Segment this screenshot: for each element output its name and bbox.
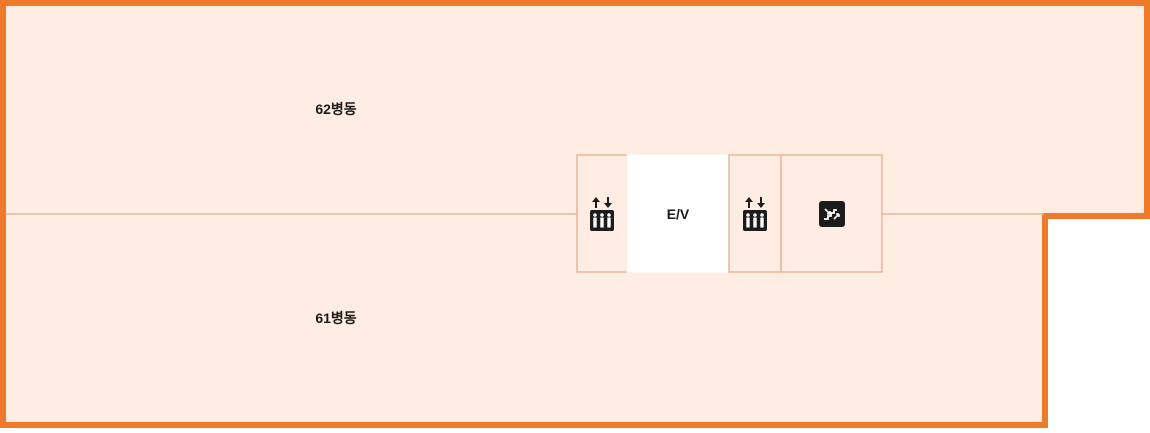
elevator-icon-cell — [729, 155, 781, 272]
elevator-label: E/V — [666, 205, 690, 222]
stairs-icon — [818, 200, 845, 227]
elevator-icon — [743, 196, 767, 231]
ward-61-label: 61병동 — [315, 310, 357, 326]
elevator-label-cell: E/V — [627, 155, 729, 272]
elevator-icon-cell — [577, 155, 627, 272]
stairs-icon-cell — [781, 155, 882, 272]
elevator-icon — [590, 196, 614, 231]
ward-62-label: 62병동 — [315, 101, 357, 117]
